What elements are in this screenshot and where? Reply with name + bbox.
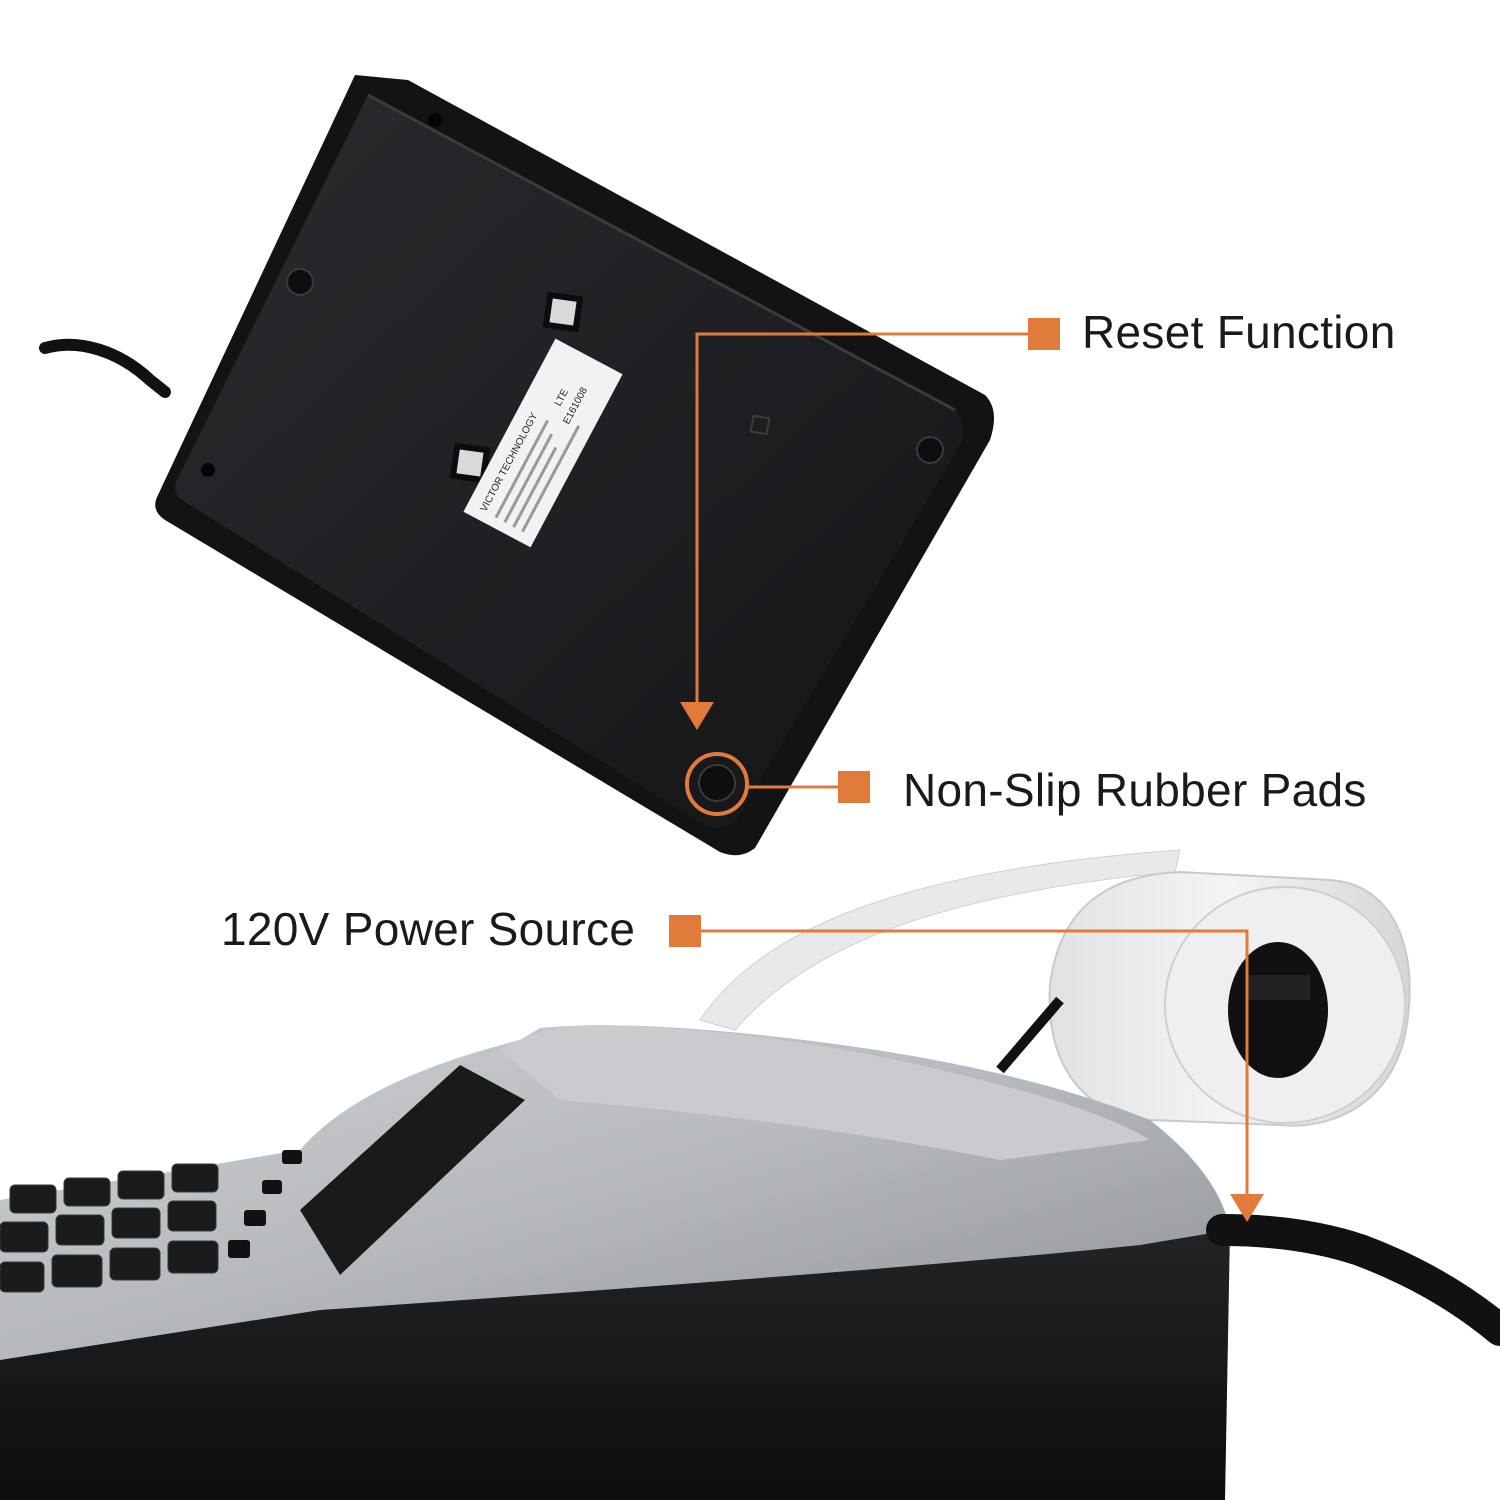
- pads-callout-ring: [685, 752, 749, 816]
- power-source-label: 120V Power Source: [221, 903, 636, 955]
- power-callout-line: [701, 929, 1249, 1200]
- underside-cord: [39, 338, 171, 398]
- side-button: [228, 1240, 250, 1258]
- underside-foot: [286, 268, 314, 296]
- power-cord: [1206, 1214, 1500, 1346]
- keypad: [0, 1163, 219, 1293]
- underside-screw: [201, 463, 215, 477]
- pads-callout-marker: [838, 771, 870, 803]
- calculator-side-view: [0, 849, 1500, 1500]
- paper-roll: [1048, 870, 1411, 1127]
- cord-behind: [996, 996, 1064, 1074]
- callout-lines: [669, 318, 1264, 1222]
- power-callout-marker: [669, 915, 701, 947]
- underside-small-square: [749, 414, 771, 436]
- calculator-underside: VICTOR TECHNOLOGY LTE E161008: [39, 75, 994, 856]
- underside-rim: [367, 93, 956, 412]
- underside-slot: [542, 291, 584, 333]
- underside-foot: [916, 436, 944, 464]
- underside-slot: [449, 442, 491, 484]
- underside-foot-highlighted: [698, 764, 736, 802]
- power-arrowhead: [1230, 1194, 1264, 1222]
- rating-sticker: VICTOR TECHNOLOGY LTE E161008: [463, 338, 623, 548]
- reset-callout-marker: [1028, 318, 1060, 350]
- non-slip-pads-label: Non-Slip Rubber Pads: [903, 764, 1367, 816]
- side-button: [244, 1210, 266, 1226]
- display-window: [300, 1065, 525, 1275]
- printer-head: [500, 1025, 1150, 1160]
- reset-function-label: Reset Function: [1082, 306, 1396, 358]
- side-button: [262, 1180, 282, 1194]
- underside-screw: [428, 113, 442, 127]
- paper-strip: [699, 849, 1181, 1031]
- side-button: [282, 1150, 302, 1164]
- reset-arrowhead: [680, 702, 714, 730]
- reset-callout-line: [695, 332, 1028, 710]
